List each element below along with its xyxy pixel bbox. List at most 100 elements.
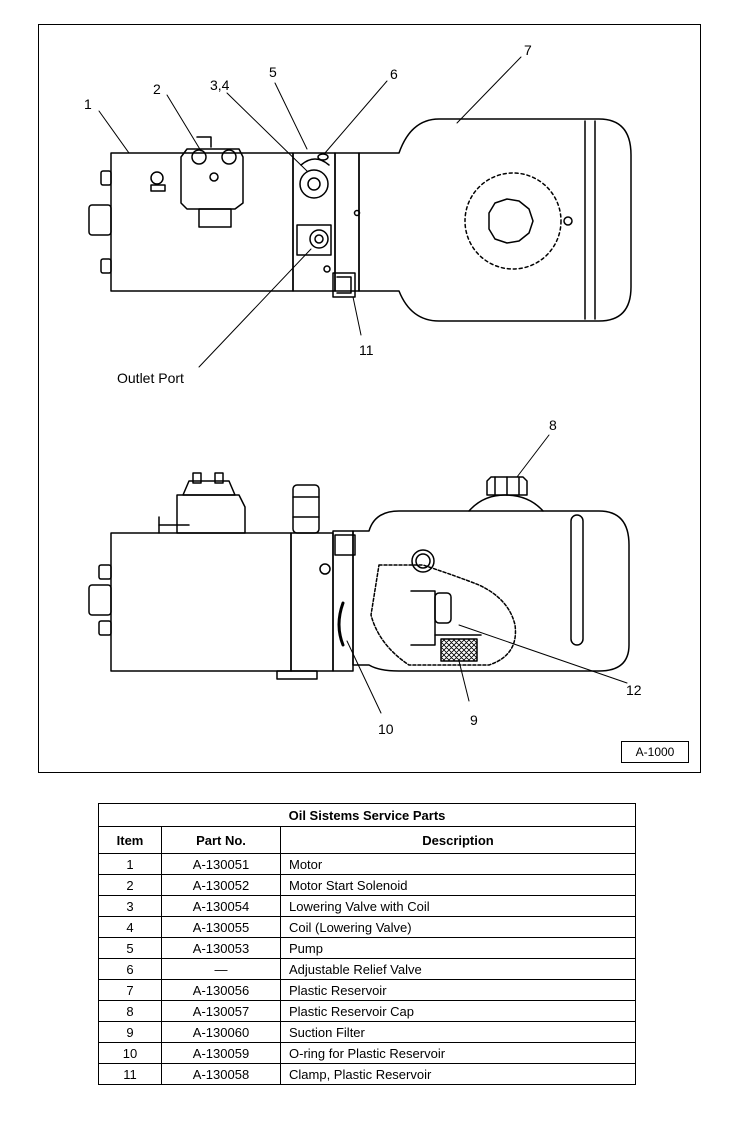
lowering-valve bbox=[299, 169, 329, 199]
cell-description: Plastic Reservoir bbox=[280, 979, 636, 1001]
cell-part-no: A-130054 bbox=[161, 895, 281, 917]
header-description: Description bbox=[280, 826, 636, 854]
callout-1: 1 bbox=[84, 96, 92, 112]
solenoid-terminal-left bbox=[191, 149, 207, 165]
cell-part-no: A-130060 bbox=[161, 1021, 281, 1043]
service-parts-table: Oil Sistems Service Parts Item Part No. … bbox=[98, 803, 636, 1085]
cell-description: O-ring for Plastic Reservoir bbox=[280, 1042, 636, 1064]
callout-8: 8 bbox=[549, 417, 557, 433]
header-part-no: Part No. bbox=[161, 826, 281, 854]
cell-item: 7 bbox=[98, 979, 162, 1001]
cell-description: Pump bbox=[280, 937, 636, 959]
callout-5: 5 bbox=[269, 64, 277, 80]
pump-unit-drawing bbox=[88, 56, 632, 714]
cell-part-no: A-130056 bbox=[161, 979, 281, 1001]
exploded-diagram-figure: 1 2 3,4 5 6 7 11 Outlet Port 8 12 9 10 A… bbox=[38, 24, 701, 773]
cell-part-no: A-130057 bbox=[161, 1000, 281, 1022]
pump-flange-side bbox=[332, 530, 354, 672]
cell-part-no: A-130053 bbox=[161, 937, 281, 959]
cell-item: 11 bbox=[98, 1063, 162, 1085]
cell-description: Plastic Reservoir Cap bbox=[280, 1000, 636, 1022]
pump-block-side bbox=[290, 532, 334, 672]
cell-item: 2 bbox=[98, 874, 162, 896]
callout-12: 12 bbox=[626, 682, 642, 698]
cell-part-no: A-130052 bbox=[161, 874, 281, 896]
valve-coil-wire bbox=[300, 158, 330, 166]
motor-body bbox=[110, 152, 294, 292]
side-view bbox=[88, 434, 630, 714]
solenoid-mount bbox=[198, 208, 232, 228]
motor-stub bbox=[88, 204, 112, 236]
outlet-port bbox=[309, 229, 329, 249]
callout-7: 7 bbox=[524, 42, 532, 58]
cell-description: Suction Filter bbox=[280, 1021, 636, 1043]
cell-item: 3 bbox=[98, 895, 162, 917]
cell-part-no: A-130058 bbox=[161, 1063, 281, 1085]
table-caption: Oil Sistems Service Parts bbox=[98, 803, 636, 827]
reservoir-cap bbox=[486, 476, 528, 496]
reservoir-cap-hex bbox=[488, 198, 534, 244]
reservoir-cap-outline bbox=[464, 172, 562, 270]
cell-item: 9 bbox=[98, 1021, 162, 1043]
cell-description: Coil (Lowering Valve) bbox=[280, 916, 636, 938]
cell-description: Clamp, Plastic Reservoir bbox=[280, 1063, 636, 1085]
header-item: Item bbox=[98, 826, 162, 854]
cell-part-no: A-130059 bbox=[161, 1042, 281, 1064]
ground-stud bbox=[150, 171, 164, 185]
suction-tube bbox=[410, 590, 436, 646]
reservoir-clamp bbox=[332, 272, 356, 298]
motor-body-side bbox=[110, 532, 292, 672]
solenoid bbox=[180, 148, 244, 210]
cell-description: Adjustable Relief Valve bbox=[280, 958, 636, 980]
suction-filter bbox=[440, 638, 478, 662]
cell-part-no: A-130055 bbox=[161, 916, 281, 938]
motor-bolt-side-top bbox=[98, 564, 112, 580]
table-row: 6—Adjustable Relief Valve bbox=[98, 958, 636, 980]
callout-11: 11 bbox=[359, 342, 374, 358]
solenoid-side bbox=[176, 494, 246, 534]
cell-item: 10 bbox=[98, 1042, 162, 1064]
callout-2: 2 bbox=[153, 81, 161, 97]
motor-stub-side bbox=[88, 584, 112, 616]
cell-item: 6 bbox=[98, 958, 162, 980]
o-ring bbox=[337, 601, 345, 647]
cell-description: Lowering Valve with Coil bbox=[280, 895, 636, 917]
figure-id-label: A-1000 bbox=[621, 741, 689, 763]
pump-block bbox=[292, 152, 336, 292]
motor-bolt-top bbox=[100, 170, 112, 186]
callout-outlet-port: Outlet Port bbox=[117, 370, 184, 386]
pump-flange bbox=[334, 152, 360, 292]
solenoid-center bbox=[209, 172, 219, 182]
callout-6: 6 bbox=[390, 66, 398, 82]
plastic-reservoir-top bbox=[358, 118, 632, 322]
cell-item: 4 bbox=[98, 916, 162, 938]
solenoid-terminal-right bbox=[221, 149, 237, 165]
relief-valve bbox=[317, 153, 329, 161]
cell-item: 8 bbox=[98, 1000, 162, 1022]
cell-item: 5 bbox=[98, 937, 162, 959]
callout-10: 10 bbox=[378, 721, 394, 737]
solenoid-wire bbox=[196, 136, 212, 148]
callout-9: 9 bbox=[470, 712, 478, 728]
reservoir-cutaway bbox=[370, 564, 517, 666]
plastic-reservoir-side bbox=[352, 510, 630, 672]
motor-bolt-bottom bbox=[100, 258, 112, 274]
reservoir-clamp-side bbox=[334, 534, 356, 556]
cell-item: 1 bbox=[98, 853, 162, 875]
outlet-boss bbox=[296, 224, 332, 256]
cell-description: Motor bbox=[280, 853, 636, 875]
cell-part-no: — bbox=[161, 958, 281, 980]
reservoir-slot bbox=[570, 514, 584, 646]
top-view bbox=[88, 56, 632, 368]
